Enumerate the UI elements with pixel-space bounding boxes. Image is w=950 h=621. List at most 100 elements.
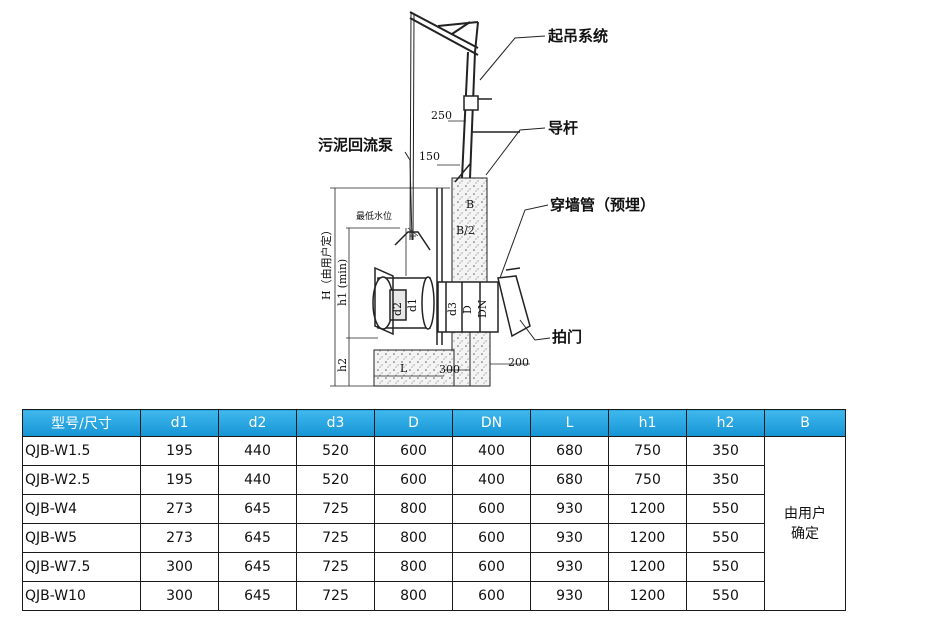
label-L: L: [400, 362, 408, 375]
cell-d2: 440: [218, 465, 297, 495]
label-D: D: [461, 305, 474, 314]
header-d2: d2: [218, 409, 297, 437]
cell-d1: 300: [140, 581, 219, 611]
cell-h2: 550: [686, 494, 765, 524]
cell-d3: 520: [296, 465, 375, 495]
cell-D: 800: [374, 581, 453, 611]
label-sludge-pump: 污泥回流泵: [318, 136, 393, 154]
label-B-half: B/2: [456, 224, 475, 237]
label-dim-300: 300: [439, 363, 460, 376]
cell-model: QJB-W1.5: [22, 436, 141, 466]
label-wall-pipe: 穿墙管（预埋）: [550, 196, 655, 214]
cell-d2: 440: [218, 436, 297, 466]
cell-model: QJB-W5: [22, 523, 141, 553]
cell-d1: 300: [140, 552, 219, 582]
cell-d1: 273: [140, 523, 219, 553]
cell-DN: 600: [452, 552, 531, 582]
label-d3: d3: [446, 302, 459, 316]
label-guide-rod: 导杆: [548, 119, 578, 137]
cell-h2: 550: [686, 523, 765, 553]
cell-h1: 1200: [608, 494, 687, 524]
cell-L: 930: [530, 494, 609, 524]
dimension-lines: [330, 120, 530, 387]
cell-D: 600: [374, 436, 453, 466]
header-D: D: [374, 409, 453, 437]
label-DN: DN: [476, 299, 489, 318]
header-h2: h2: [686, 409, 765, 437]
label-B: B: [466, 198, 474, 211]
cell-d2: 645: [218, 494, 297, 524]
cell-d2: 645: [218, 523, 297, 553]
cell-d3: 725: [296, 552, 375, 582]
table-row: QJB-W7.5 300 645 725 800 600 930 1200 55…: [22, 552, 846, 582]
cell-L: 930: [530, 581, 609, 611]
header-d3: d3: [296, 409, 375, 437]
cell-h2: 350: [686, 436, 765, 466]
cell-d3: 725: [296, 494, 375, 524]
header-DN: DN: [452, 409, 531, 437]
cell-h1: 750: [608, 465, 687, 495]
cell-model: QJB-W4: [22, 494, 141, 524]
cell-DN: 600: [452, 581, 531, 611]
cell-DN: 600: [452, 523, 531, 553]
label-flap-gate: 拍门: [552, 328, 582, 346]
concrete-base-right: [469, 329, 491, 387]
label-min-water-level: 最低水位: [356, 210, 392, 222]
cell-h2: 350: [686, 465, 765, 495]
spec-table: 型号/尺寸 d1 d2 d3 D DN L h1 h2 B QJB-W1.5 1…: [22, 409, 846, 611]
cell-d3: 725: [296, 523, 375, 553]
cell-d1: 273: [140, 494, 219, 524]
header-L: L: [530, 409, 609, 437]
cell-D: 600: [374, 465, 453, 495]
label-dim-200: 200: [508, 356, 529, 369]
cell-model: QJB-W7.5: [22, 552, 141, 582]
cell-h2: 550: [686, 581, 765, 611]
table-row: QJB-W2.5 195 440 520 600 400 680 750 350: [22, 465, 846, 495]
cell-d2: 645: [218, 581, 297, 611]
label-h2: h2: [336, 358, 349, 372]
cell-h1: 750: [608, 436, 687, 466]
cell-B-user-defined: 由用户确定: [764, 436, 846, 611]
cell-L: 680: [530, 436, 609, 466]
cell-h2: 550: [686, 552, 765, 582]
cell-model: QJB-W2.5: [22, 465, 141, 495]
cell-D: 800: [374, 523, 453, 553]
lifting-crane: [409, 11, 520, 241]
cell-d2: 645: [218, 552, 297, 582]
label-h1: h1 (min): [336, 259, 349, 306]
label-dim-150: 150: [419, 150, 440, 163]
header-d1: d1: [140, 409, 219, 437]
label-d1: d1: [406, 298, 419, 312]
label-lifting-system: 起吊系统: [547, 27, 608, 45]
label-height-H: H（由用户定）: [319, 224, 333, 300]
label-d2: d2: [391, 302, 404, 316]
cell-h1: 1200: [608, 552, 687, 582]
cell-d1: 195: [140, 465, 219, 495]
cell-d3: 725: [296, 581, 375, 611]
cell-D: 800: [374, 552, 453, 582]
table-header-row: 型号/尺寸 d1 d2 d3 D DN L h1 h2 B: [22, 409, 846, 437]
label-dim-250: 250: [431, 109, 452, 122]
concrete-base-left: [373, 349, 455, 387]
table-row: QJB-W4 273 645 725 800 600 930 1200 550: [22, 494, 846, 524]
table-row: QJB-W10 300 645 725 800 600 930 1200 550: [22, 581, 846, 611]
cell-B-line1: 由用户: [784, 505, 826, 522]
sludge-pump: [372, 231, 435, 336]
header-B: B: [764, 409, 846, 437]
cell-model: QJB-W10: [22, 581, 141, 611]
installation-diagram: 起吊系统 导杆 污泥回流泵 穿墙管（预埋） 拍门 最低水位 H（由用户定） h1…: [318, 11, 655, 387]
table-row: QJB-W5 273 645 725 800 600 930 1200 550: [22, 523, 846, 553]
cell-h1: 1200: [608, 523, 687, 553]
header-h1: h1: [608, 409, 687, 437]
cell-D: 800: [374, 494, 453, 524]
table-row: QJB-W1.5 195 440 520 600 400 680 750 350…: [22, 436, 846, 611]
cell-DN: 600: [452, 494, 531, 524]
header-model: 型号/尺寸: [22, 409, 141, 437]
wall-pipe: [437, 267, 531, 338]
callout-leaders: [404, 35, 551, 341]
cell-L: 930: [530, 523, 609, 553]
cell-d1: 195: [140, 436, 219, 466]
cell-L: 680: [530, 465, 609, 495]
cell-B-line2: 确定: [791, 525, 819, 542]
cell-DN: 400: [452, 436, 531, 466]
